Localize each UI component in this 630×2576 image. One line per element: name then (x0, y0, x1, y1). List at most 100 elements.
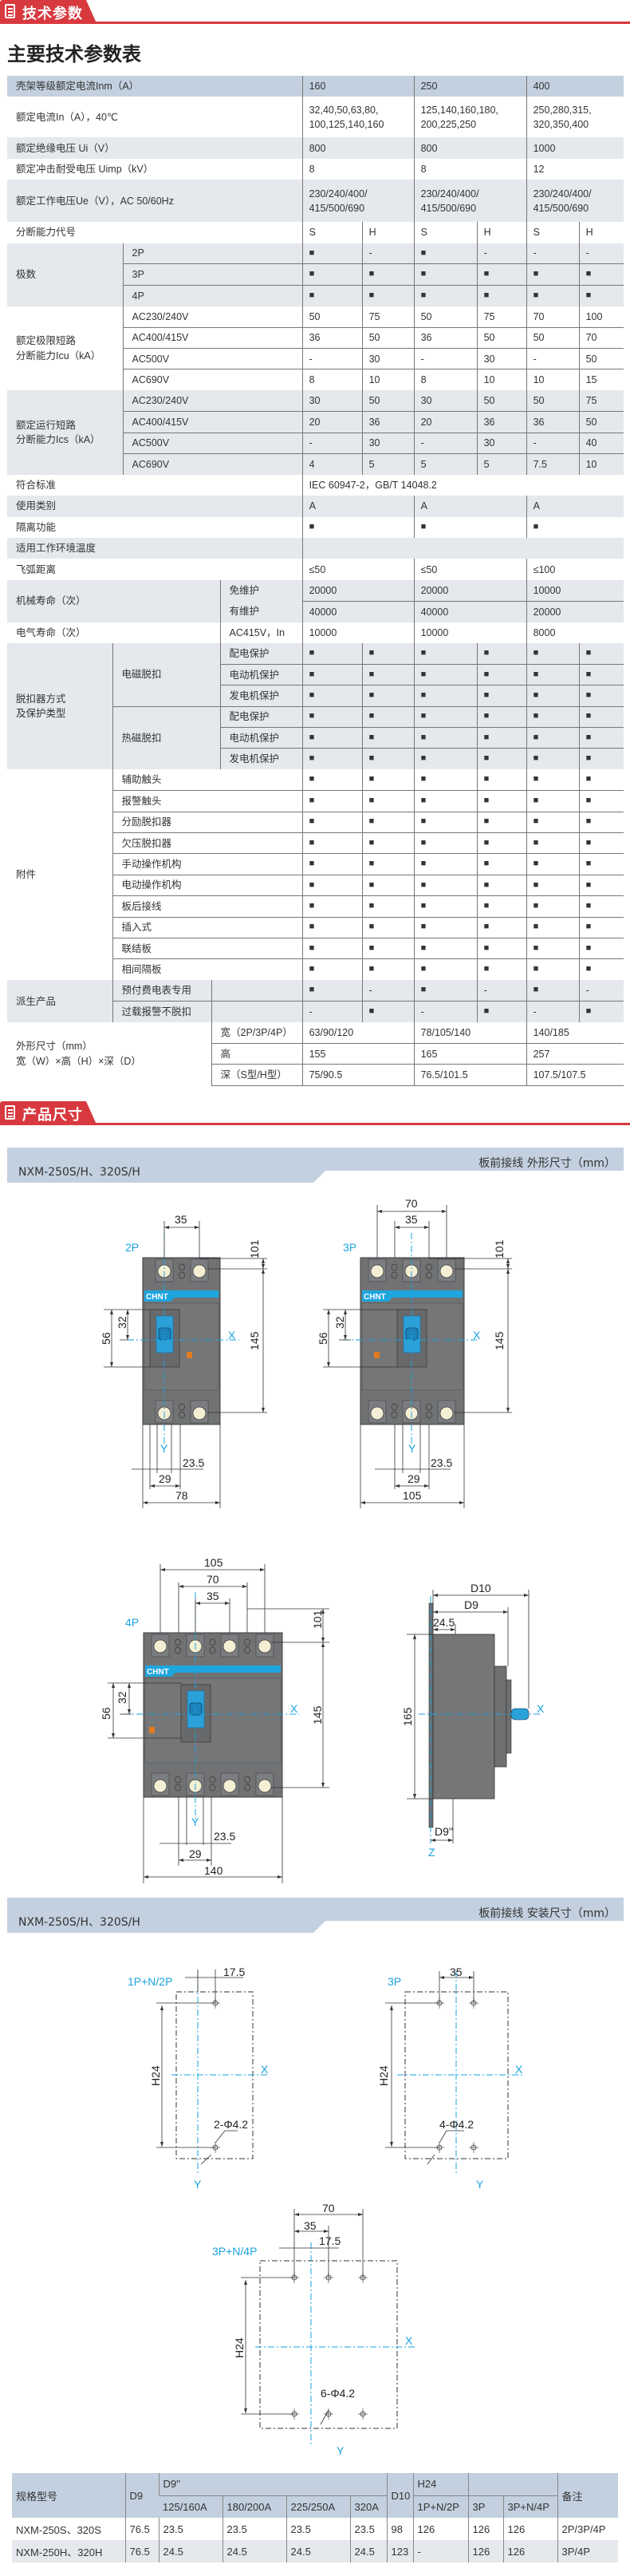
value-cell: ■ (526, 748, 580, 770)
terminal-icon (222, 1639, 237, 1653)
sub-label: 辅助触头 (112, 769, 303, 792)
handle-window (180, 1684, 211, 1743)
value-cell: S (526, 222, 580, 243)
dim-35: 35 (175, 1213, 187, 1226)
value-cell: 30 (413, 390, 478, 413)
sub-label: AC230/240V (122, 390, 303, 413)
mounting-hole-icon (212, 2000, 219, 2006)
group-label: 机械寿命（次） (7, 579, 220, 622)
value-cell: 75 (361, 306, 415, 328)
table-row: 适用工作环境温度 (7, 538, 624, 559)
value-cell: 140/185 (526, 1022, 624, 1044)
value-cell: 107.5/107.5 (526, 1064, 624, 1086)
sub-label: 手动操作机构 (112, 853, 303, 875)
handle (187, 1690, 205, 1729)
mounting-hole-icon (325, 2274, 332, 2281)
holes-label: 2-Φ4.2 (214, 2118, 248, 2131)
sub-label: 深（S型/H型） (211, 1064, 303, 1086)
dim-17-5: 17.5 (223, 1966, 245, 1978)
sub-label: 免维护 (219, 579, 303, 602)
value-cell: 40000 (413, 601, 527, 622)
side-cover (494, 1665, 507, 1768)
value-cell: ■ (526, 263, 580, 286)
label-1pn-2p: 1P+N/2P (128, 1975, 172, 1988)
value-cell: - (476, 243, 527, 265)
dim-56: 56 (317, 1332, 329, 1345)
value-cell: ■ (526, 727, 580, 749)
dim-105: 105 (403, 1489, 422, 1502)
header-h24-sub: 3P+N/4P (502, 2495, 558, 2518)
value-cell: ■ (476, 685, 527, 707)
dim-24-5: 24.5 (433, 1616, 455, 1629)
dim-h24: H24 (233, 2337, 246, 2358)
value-cell: - (413, 348, 478, 370)
value-cell: ■ (476, 1001, 527, 1023)
cell-d9pp: 24.5 (285, 2540, 350, 2562)
cell-d9pp: 23.5 (349, 2518, 388, 2540)
value-cell: ■ (301, 980, 363, 1002)
test-button-icon (149, 1727, 155, 1733)
arrowhead (128, 1683, 131, 1714)
value-cell: 30 (476, 433, 527, 454)
cell-model: NXM-250S、320S (16, 2523, 101, 2536)
screw-icon (426, 1403, 432, 1411)
value-cell: 36 (361, 411, 415, 433)
axis-y: Y (191, 1815, 199, 1828)
value-cell: 12 (526, 158, 624, 180)
screw-icon (244, 1776, 250, 1784)
sub-label: 欠压脱扣器 (112, 832, 303, 855)
side-body (432, 1634, 495, 1800)
screw-icon (175, 1776, 181, 1784)
value-cell: ■ (578, 727, 624, 749)
table-row: 板后接线■■■■■■ (7, 895, 624, 918)
value-cell: 30 (361, 433, 415, 454)
value-cell: 36 (301, 327, 363, 350)
value-cell: 75 (476, 306, 527, 328)
value-cell: 10 (526, 369, 580, 391)
value-cell: 125,140,160,180, 200,225,250 (413, 97, 527, 138)
label-3pn-4p: 3P+N/4P (212, 2245, 257, 2258)
dim-23-5: 23.5 (214, 1830, 235, 1843)
value-cell: ■ (578, 895, 624, 918)
value-cell: 250 (413, 76, 527, 97)
cell-model: NXM-250H、320H (12, 2540, 125, 2562)
value-cell: ■ (578, 263, 624, 286)
label-3p: 3P (343, 1241, 356, 1254)
mounting-outline (404, 1991, 509, 2159)
value-cell: 36 (476, 411, 527, 433)
dim-140: 140 (204, 1864, 223, 1877)
screw-icon (175, 1646, 181, 1654)
arrowhead (321, 1609, 325, 1642)
dim-101: 101 (248, 1239, 261, 1258)
dim-35: 35 (450, 1966, 463, 1978)
table-row: 联结板■■■■■■ (7, 938, 624, 960)
cell-note: 3P/4P (557, 2540, 619, 2562)
value-cell: ■ (578, 790, 624, 812)
value-cell: ■ (476, 853, 527, 875)
value-cell: ■ (301, 727, 363, 749)
value-cell: ■ (578, 642, 624, 665)
value-cell: - (361, 980, 415, 1002)
terminal-icon (439, 1406, 454, 1420)
screw-icon (209, 1784, 216, 1792)
dim-145: 145 (493, 1331, 506, 1350)
value-cell: 10 (361, 369, 415, 391)
value-cell: 160 (301, 76, 415, 97)
mounting-hole-icon (325, 2411, 332, 2417)
label-2p: 2P (125, 1241, 139, 1254)
value-cell: ■ (301, 853, 363, 875)
value-cell: 75 (578, 390, 624, 413)
value-cell: ■ (301, 790, 363, 812)
value-cell: ■ (301, 516, 415, 539)
row-label: 壳架等级额定电流Inm（A） (7, 76, 303, 97)
test-button-icon (374, 1352, 380, 1358)
sub-label: 分励脱扣器 (112, 812, 303, 834)
arrowhead (294, 2213, 363, 2216)
value-cell: ■ (361, 1001, 415, 1023)
table-row: 手动操作机构■■■■■■ (7, 853, 624, 875)
value-cell: ■ (578, 748, 624, 770)
install-dimension-table: 规格型号 D9 D9'' D10 H24 备注 125/160A 180/200… (12, 2473, 619, 2562)
terminal-block (437, 1258, 456, 1282)
